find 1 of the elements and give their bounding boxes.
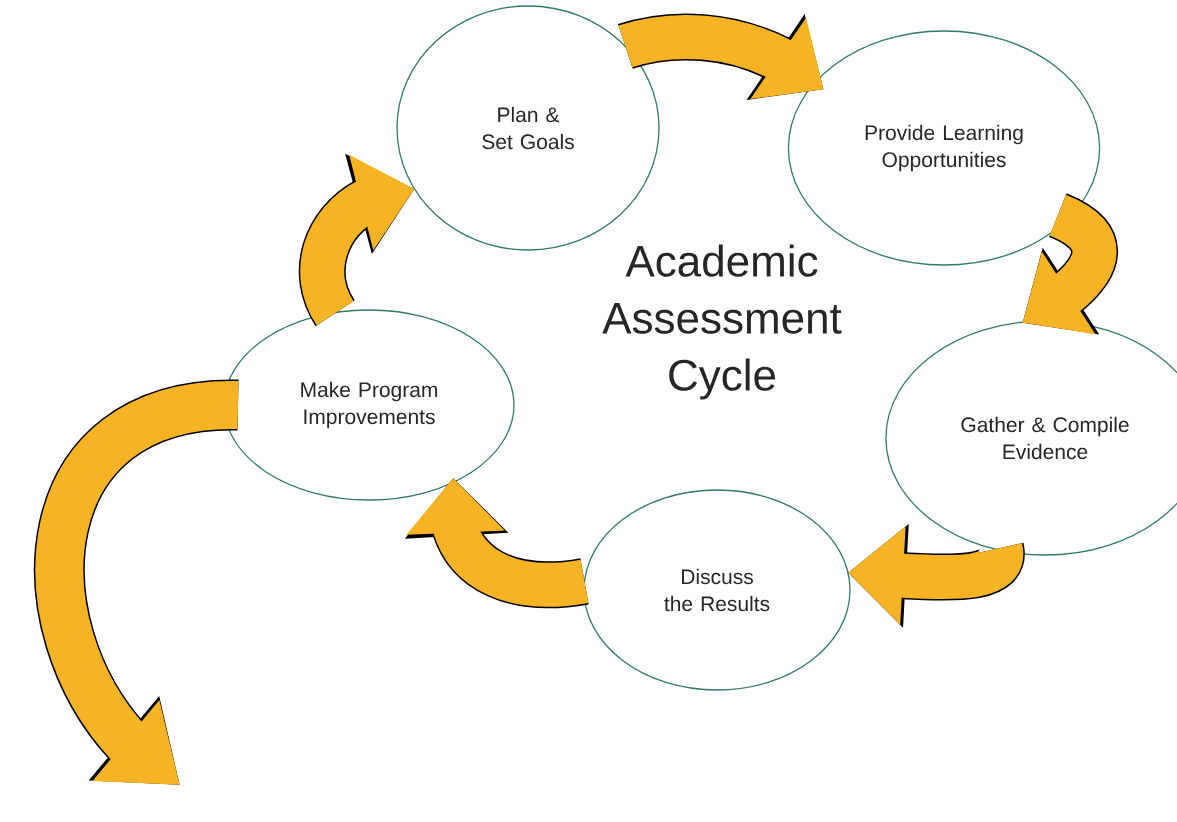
curved-arrow — [34, 379, 240, 785]
